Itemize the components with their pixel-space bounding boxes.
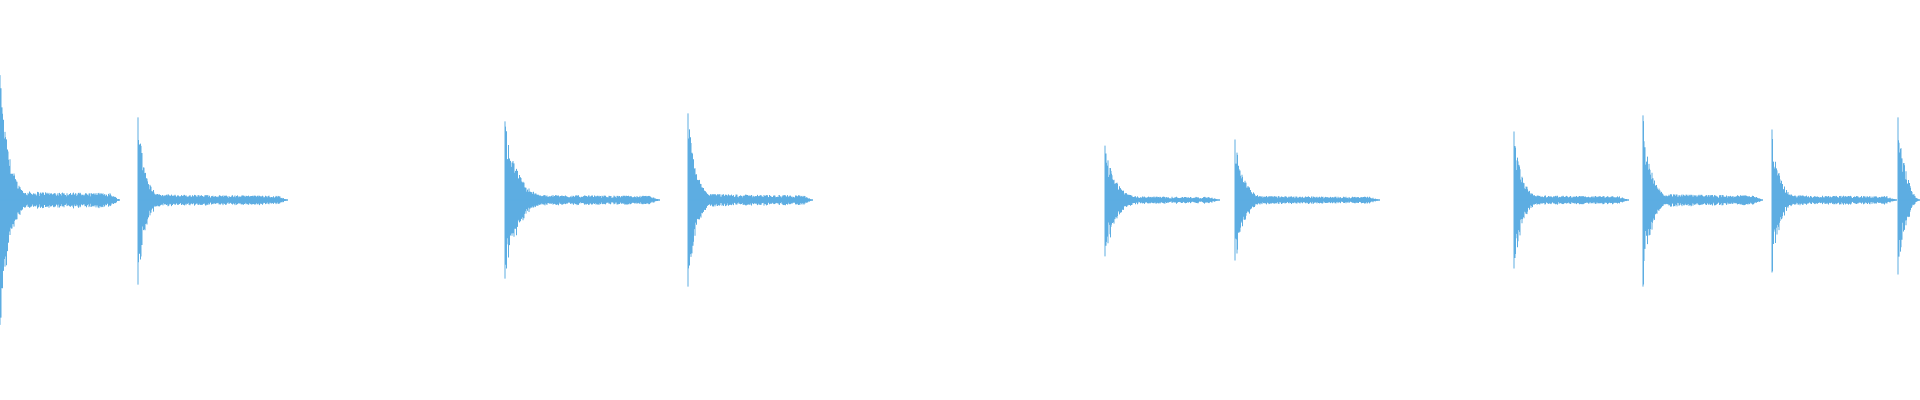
waveform-hit (687, 113, 813, 287)
waveform-hit (1771, 129, 1897, 273)
waveform-hit (1234, 139, 1380, 261)
waveform-hit (1897, 117, 1920, 275)
waveform-hit (1513, 131, 1629, 269)
waveform-hit (137, 117, 288, 285)
waveform-hit (504, 121, 660, 279)
waveform-hit (0, 75, 120, 325)
waveform-hit (1642, 115, 1763, 287)
waveform-hits (0, 75, 1920, 325)
waveform-hit (1104, 145, 1220, 257)
